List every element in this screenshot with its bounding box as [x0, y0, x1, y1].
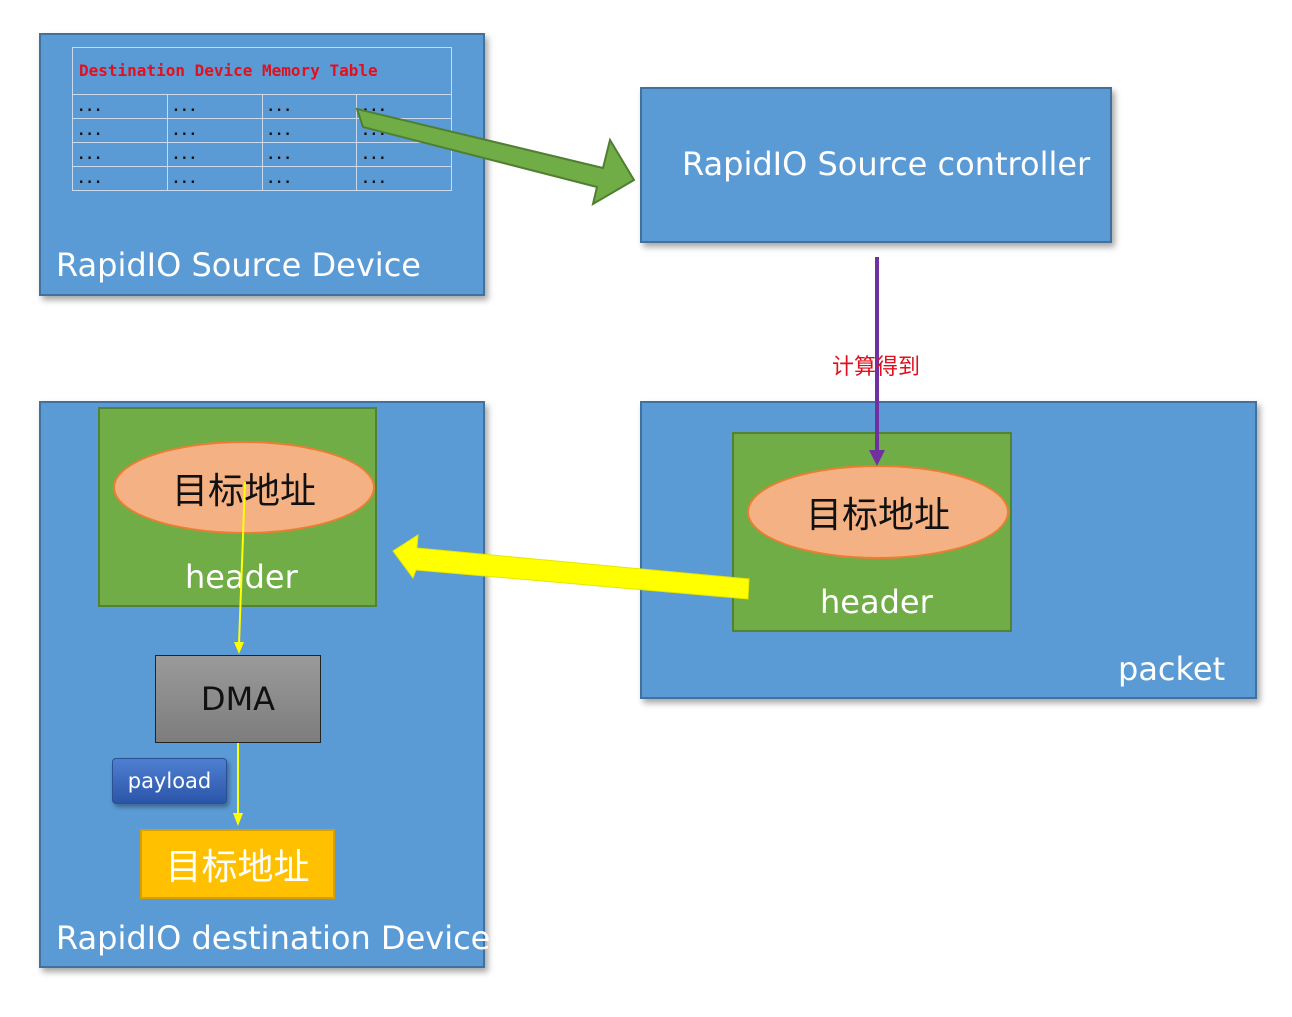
table-cell: ...: [261, 142, 358, 167]
table-cell: ...: [72, 94, 168, 119]
destination-address-ellipse: 目标地址: [113, 441, 375, 534]
table-cell: ...: [356, 118, 452, 143]
source-device-label: RapidIO Source Device: [56, 246, 421, 284]
table-row: ... ... ... ...: [72, 166, 452, 191]
table-cell: ...: [166, 118, 263, 143]
source-controller-label: RapidIO Source controller: [682, 145, 1091, 183]
table-row: ... ... ... ...: [72, 142, 452, 167]
calculation-label: 计算得到: [832, 355, 921, 380]
table-cell: ...: [166, 142, 263, 167]
source-controller-box: [640, 87, 1112, 243]
payload-tag: payload: [112, 758, 227, 804]
destination-memory-table: Destination Device Memory Table ... ... …: [72, 47, 452, 191]
target-address-block: 目标地址: [140, 829, 335, 899]
table-row: ... ... ... ...: [72, 94, 452, 119]
table-cell: ...: [356, 166, 452, 191]
table-cell: ...: [72, 166, 168, 191]
destination-device-label: RapidIO destination Device: [56, 919, 491, 957]
table-cell: ...: [72, 142, 168, 167]
table-cell: ...: [356, 142, 452, 167]
packet-label: packet: [1118, 650, 1226, 688]
table-cell: ...: [166, 94, 263, 119]
table-cell: ...: [356, 94, 452, 119]
table-cell: ...: [166, 166, 263, 191]
dma-block: DMA: [155, 655, 321, 743]
packet-address-ellipse: 目标地址: [747, 465, 1009, 559]
table-cell: ...: [261, 166, 358, 191]
table-cell: ...: [261, 94, 358, 119]
table-cell: ...: [72, 118, 168, 143]
table-row: ... ... ... ...: [72, 118, 452, 143]
table-cell: ...: [261, 118, 358, 143]
memory-table-caption: Destination Device Memory Table: [72, 47, 452, 95]
packet-header-label: header: [820, 583, 933, 621]
destination-header-label: header: [185, 558, 298, 596]
